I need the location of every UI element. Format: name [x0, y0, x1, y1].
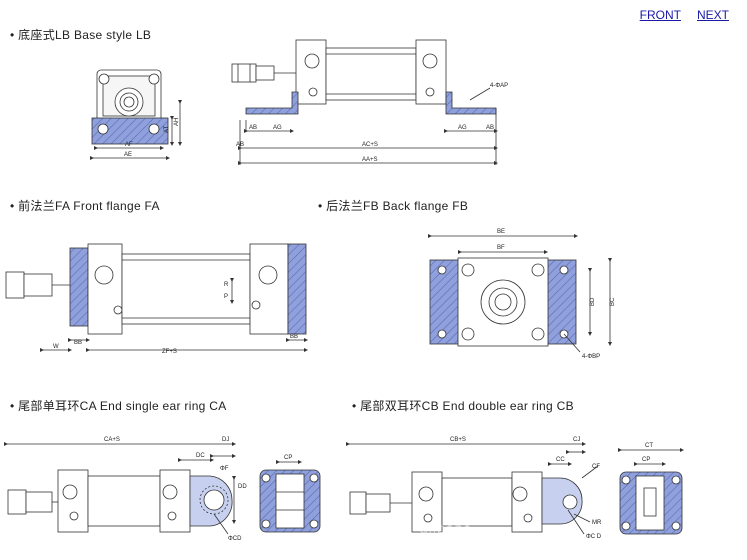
- next-link[interactable]: NEXT: [696, 8, 729, 22]
- lb-ab-label-2: AB: [486, 125, 494, 131]
- lb-end-view: [90, 69, 182, 160]
- fb-view: [428, 234, 612, 353]
- fb-bp-label: 4-ΦBP: [582, 354, 600, 360]
- cb-cf-label: CF: [592, 464, 600, 470]
- lb-af-label: AF: [125, 142, 133, 148]
- section-title-lb: • 底座式LB Base style LB: [10, 28, 152, 42]
- cb-cp-label: CP: [642, 457, 650, 463]
- lb-ae-label: AE: [124, 152, 132, 158]
- fa-view: [5, 243, 308, 352]
- fa-bb-label-2: BB: [290, 334, 298, 340]
- cb-cc-label: CC: [556, 457, 565, 463]
- ca-dd-label: DD: [238, 484, 247, 490]
- ca-of-label: ΦF: [220, 466, 229, 472]
- top-nav: FRONT NEXT: [640, 8, 729, 22]
- cb-ct-label: CT: [645, 443, 653, 449]
- fa-p-label: P: [224, 294, 228, 300]
- lb-side-view: [231, 39, 498, 165]
- fb-be-label: BE: [497, 229, 505, 235]
- section-title-cb: • 尾部双耳环CB End double ear ring CB: [352, 399, 574, 413]
- fb-bd-label: BD: [590, 297, 596, 306]
- lb-ap-label: 4-ΦAP: [490, 83, 508, 89]
- ca-cas-label: CA+S: [104, 437, 120, 443]
- fa-bb-label: BB: [74, 340, 82, 346]
- section-title-fb: • 后法兰FB Back flange FB: [318, 199, 469, 213]
- lb-ag-label: AG: [273, 125, 282, 131]
- lb-aas-label: AA+S: [362, 157, 378, 163]
- fb-bf-label: BF: [497, 245, 505, 251]
- ca-end-view: [259, 460, 321, 533]
- lb-ag-label-2: AG: [458, 125, 467, 131]
- lb-ah-label: AH: [174, 118, 180, 126]
- cb-mr-label: MR: [592, 520, 602, 526]
- lb-ab-label: AB: [249, 125, 257, 131]
- ca-cd-label: ΦCD: [228, 536, 242, 542]
- cb-cbs-label: CB+S: [450, 437, 466, 443]
- section-title-ca: • 尾部单耳环CA End single ear ring CA: [10, 399, 227, 413]
- ca-dj-label: DJ: [222, 437, 229, 443]
- fa-zfs-label: ZF+S: [162, 349, 177, 355]
- fb-bc-label: BC: [610, 297, 616, 306]
- cb-side-view: [346, 442, 599, 535]
- lb-acs-label: AC+S: [362, 142, 378, 148]
- ca-cp-label: CP: [284, 455, 292, 461]
- fa-w-label: W: [53, 344, 59, 350]
- cb-end-view: [618, 448, 684, 535]
- front-link[interactable]: FRONT: [639, 8, 681, 22]
- ca-dc-label: DC: [196, 453, 205, 459]
- watermark: alibaba: [420, 520, 473, 536]
- fa-r-label: R: [224, 282, 229, 288]
- cb-cj-label: CJ: [573, 437, 580, 443]
- lb-ab-label-3: AB: [236, 142, 244, 148]
- section-title-fa: • 前法兰FA Front flange FA: [10, 199, 160, 213]
- ca-side-view: [4, 442, 236, 535]
- cb-cd-label: ΦC D: [586, 534, 602, 540]
- lb-at-label: AT: [164, 125, 170, 133]
